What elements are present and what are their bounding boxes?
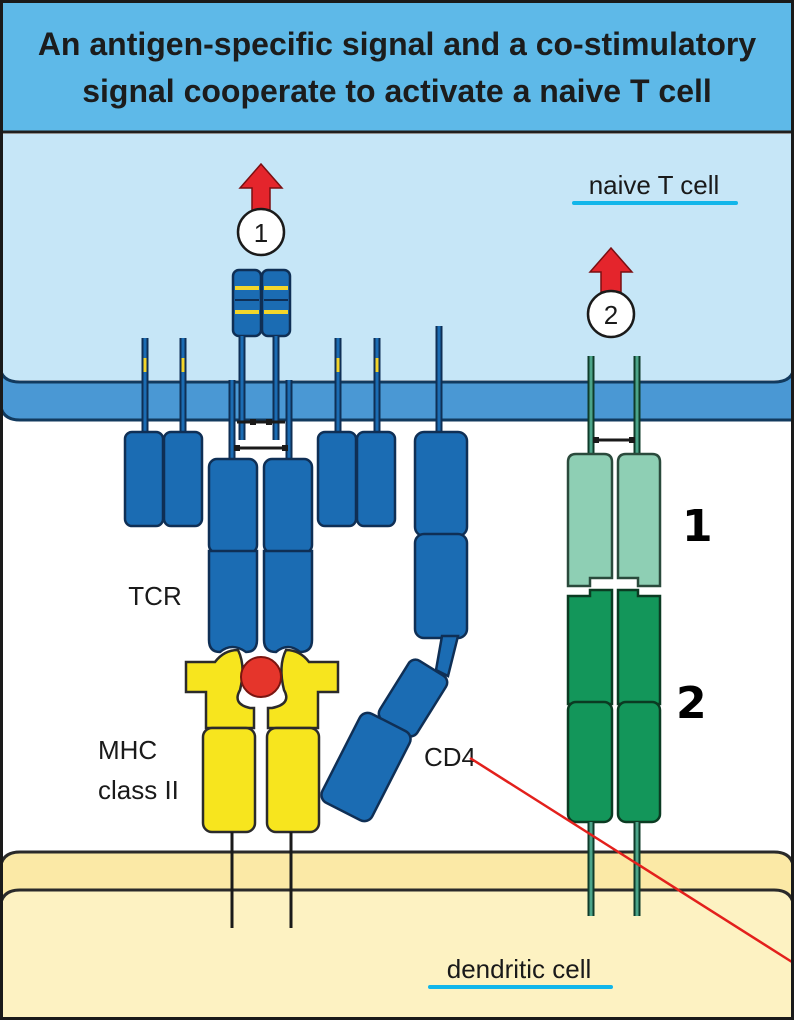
label-tcr: TCR	[128, 581, 181, 611]
annotation-1: 1	[682, 501, 713, 552]
t-cell-cytoplasm	[0, 134, 794, 380]
cd28-stalks	[587, 356, 641, 462]
label-dendritic-cell: dendritic cell	[447, 954, 592, 984]
b7-dimer	[566, 588, 662, 824]
title-banner	[0, 0, 794, 132]
tcr-chains	[207, 457, 314, 654]
signal-1-circle	[236, 207, 286, 257]
label-cd4: CD4	[424, 742, 476, 772]
peptide-antigen	[240, 656, 282, 698]
label-class-ii: class II	[98, 775, 179, 805]
title-line-2: signal cooperate to activate a naive T c…	[82, 73, 712, 109]
cd4-molecule	[320, 430, 469, 823]
label-naive-t-cell: naive T cell	[589, 170, 720, 200]
signal-2-number: 2	[604, 300, 618, 330]
pointer-line	[469, 756, 793, 964]
signal-2-circle	[586, 289, 636, 339]
cd3-extracellular-right	[316, 430, 397, 528]
dendritic-cell-body	[0, 888, 794, 1020]
tcr-stalks	[228, 380, 293, 462]
b7-stalks	[587, 822, 641, 916]
title-line-1: An antigen-specific signal and a co-stim…	[38, 26, 757, 62]
cd3-tails	[141, 326, 443, 438]
label-mhc: MHC	[98, 735, 157, 765]
signal-1-number: 1	[254, 218, 268, 248]
mhc-class-ii	[184, 648, 340, 834]
mhc-stalks	[230, 832, 293, 928]
cd28-dimer	[566, 452, 662, 588]
cd3-extracellular-left	[123, 430, 204, 528]
annotation-2: 2	[676, 678, 707, 729]
